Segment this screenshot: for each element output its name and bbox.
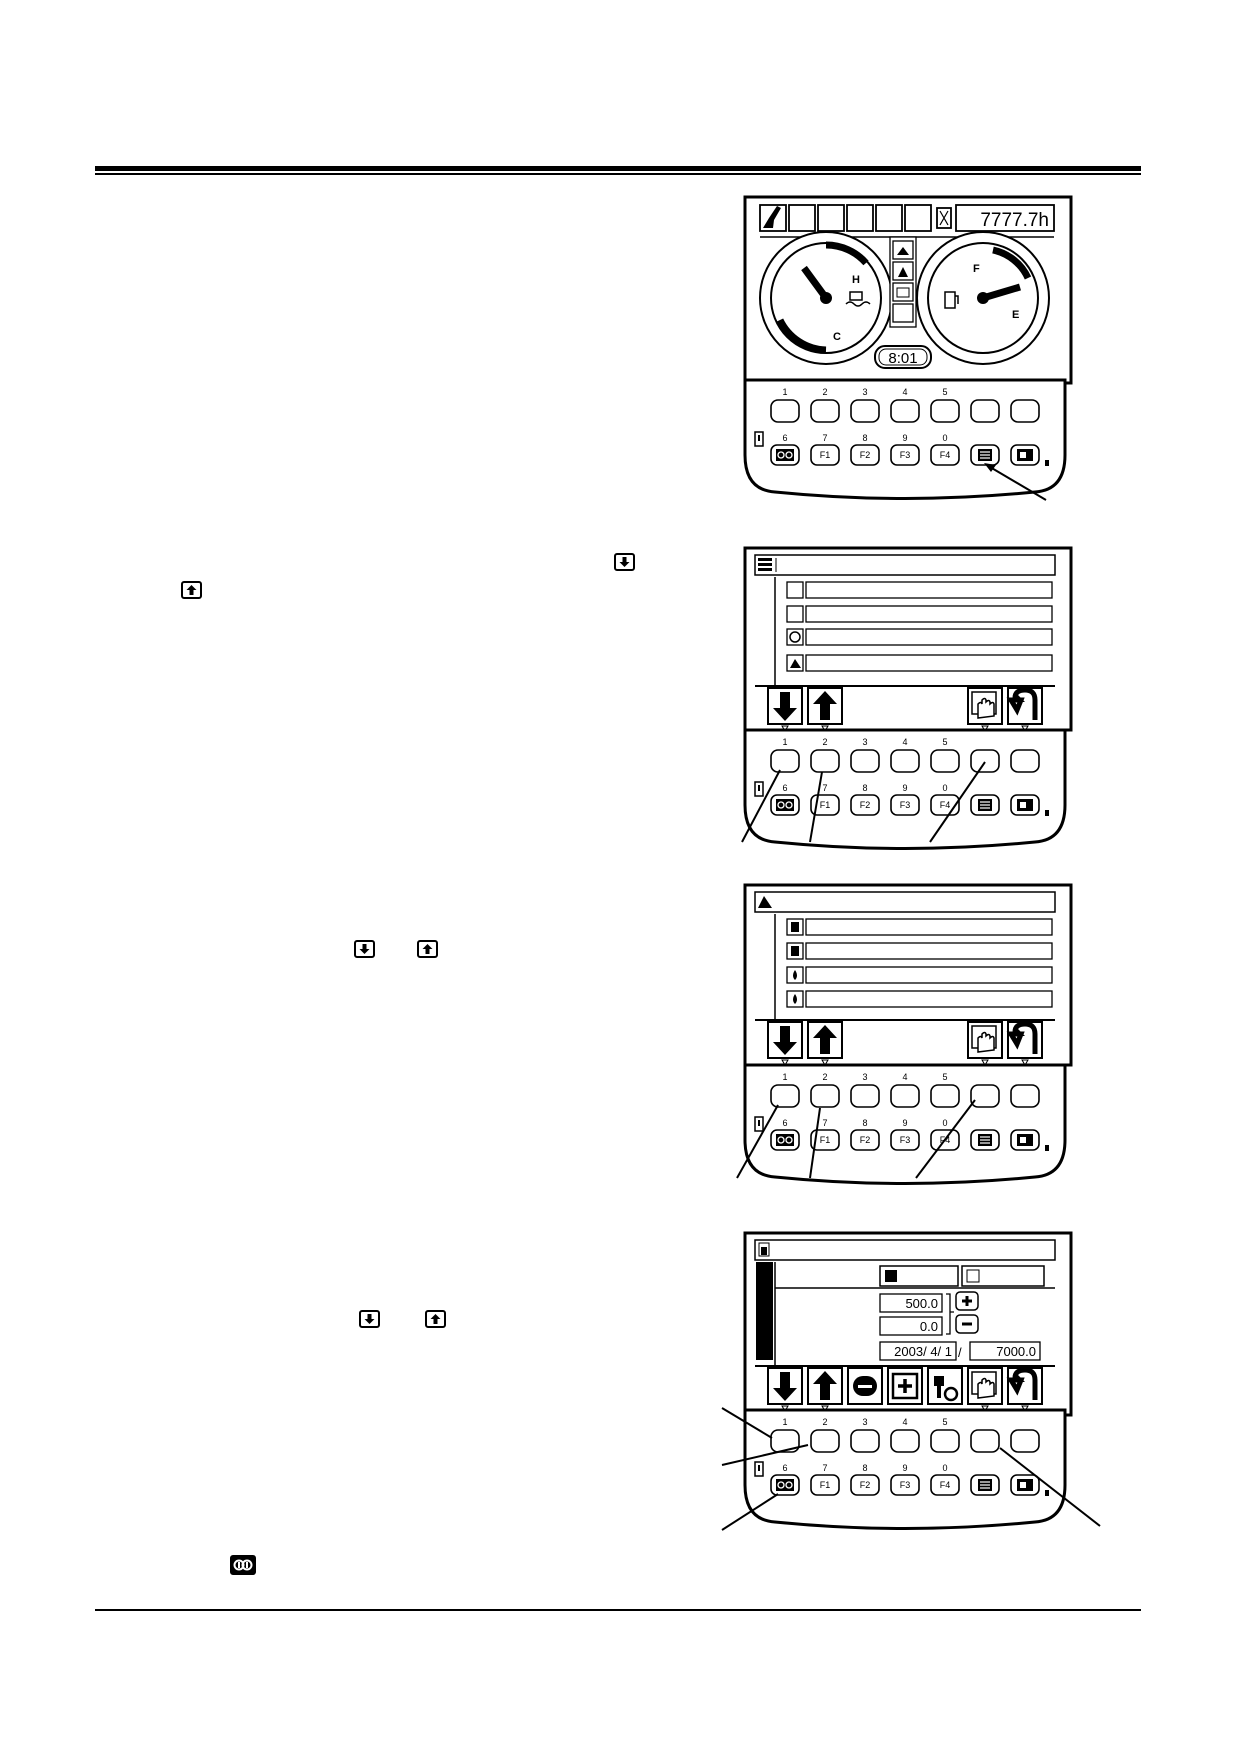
setting-hours: 7000.0 xyxy=(996,1344,1036,1359)
arrow-down-icon xyxy=(359,1310,380,1328)
plus-icon xyxy=(962,1296,972,1306)
arrow-down-icon xyxy=(614,553,635,571)
buzzer-stop-icon xyxy=(230,1555,256,1575)
temp-low-label: C xyxy=(833,331,841,343)
footer-rule xyxy=(95,1609,1141,1611)
fuel-empty-label: E xyxy=(1012,309,1019,321)
monitor-menu-screen xyxy=(741,546,1073,850)
clock-display: 8:01 xyxy=(888,350,917,367)
arrow-up-icon xyxy=(181,581,202,599)
arrow-down-icon xyxy=(354,940,375,958)
capacity-value: 500.0 xyxy=(905,1296,938,1311)
coolant-icon xyxy=(845,291,871,307)
arrow-up-icon xyxy=(425,1310,446,1328)
adjust-value: 0.0 xyxy=(920,1319,938,1334)
arrow-up-icon xyxy=(417,940,438,958)
setting-date: 2003/ 4/ 1 xyxy=(894,1344,952,1359)
monitor-fuel-setting-screen: 500.0 0.0 2003/ 4/ 1 / 7000.0 xyxy=(721,1231,1101,1531)
hour-meter: 7777.7h xyxy=(980,210,1049,231)
header-rule xyxy=(95,166,1141,171)
date-separator: / xyxy=(958,1345,962,1360)
fuel-full-label: F xyxy=(973,263,980,275)
monitor-main-screen: 7777.7h H C 8:01 F E xyxy=(743,195,1073,501)
temp-high-label: H xyxy=(852,274,860,286)
fuel-icon xyxy=(944,291,959,309)
header-rule-thin xyxy=(95,173,1141,175)
monitor-submenu-screen xyxy=(736,883,1073,1185)
